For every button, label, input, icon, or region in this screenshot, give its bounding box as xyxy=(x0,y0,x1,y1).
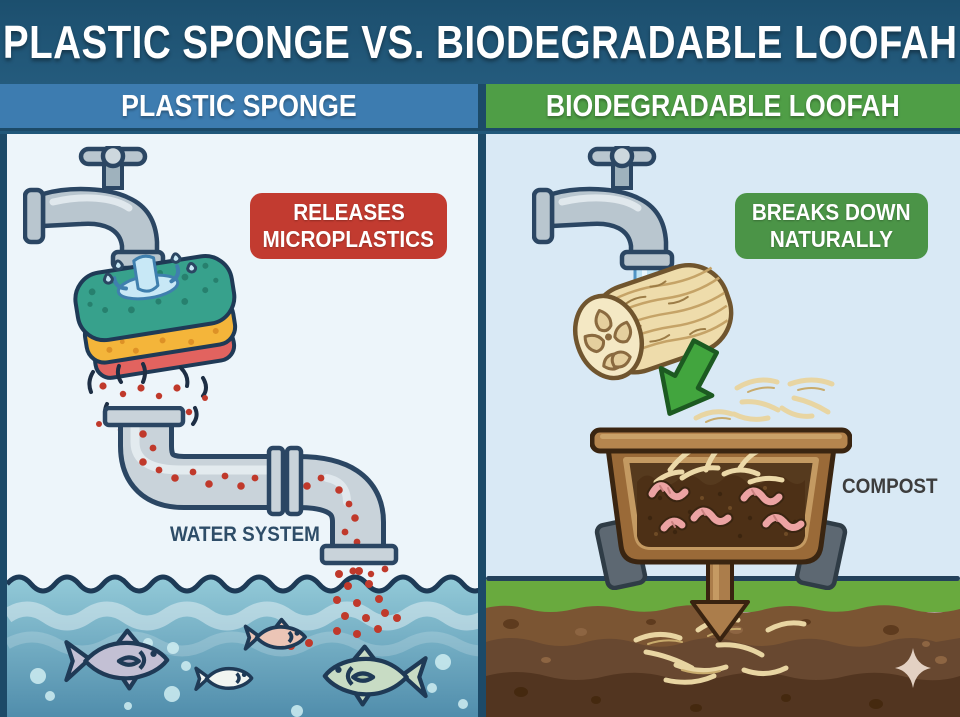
right-panel-header: BIODEGRADABLE LOOFAH xyxy=(486,84,960,128)
loofah xyxy=(573,262,734,381)
page-title: PLASTIC SPONGE VS. BIODEGRADABLE LOOFAH xyxy=(2,16,958,68)
water-system-label: WATER SYSTEM xyxy=(170,523,320,546)
water-droplets xyxy=(102,252,198,285)
water-scene xyxy=(7,567,478,717)
green-down-arrow xyxy=(658,338,720,416)
sparkle-icon xyxy=(895,648,931,688)
badge-line-2: NATURALLY xyxy=(769,226,894,252)
compost-bin xyxy=(590,427,852,590)
header-divider xyxy=(478,84,486,128)
loofah-fibers xyxy=(633,616,807,685)
loofah-cross-section xyxy=(583,309,633,371)
fish xyxy=(322,644,428,707)
badge-line-1: RELEASES xyxy=(292,199,405,225)
fish xyxy=(64,628,170,691)
badge-line-2: MICROPLASTICS xyxy=(262,226,435,252)
comparison-panels: RELEASES MICROPLASTICS xyxy=(0,134,960,717)
sponge xyxy=(73,252,238,380)
bubbles xyxy=(30,638,468,717)
left-border xyxy=(0,134,7,717)
breaks-down-naturally-badge: BREAKS DOWN NATURALLY xyxy=(735,193,928,259)
faucet-icon xyxy=(23,146,166,314)
fish xyxy=(194,666,254,691)
panel-headers: PLASTIC SPONGE BIODEGRADABLE LOOFAH xyxy=(0,84,960,131)
badge-line-1: BREAKS DOWN xyxy=(752,199,911,225)
compost-label: COMPOST xyxy=(842,475,938,498)
stones xyxy=(503,619,947,712)
panel-divider xyxy=(478,134,486,717)
biodegradable-loofah-panel: BREAKS DOWN NATURALLY xyxy=(486,134,960,717)
fish xyxy=(243,617,307,651)
plastic-sponge-panel: RELEASES MICROPLASTICS xyxy=(7,134,478,717)
microplastic-particles xyxy=(87,362,208,436)
left-panel-header: PLASTIC SPONGE xyxy=(0,84,478,128)
releases-microplastics-badge: RELEASES MICROPLASTICS xyxy=(250,193,447,259)
right-panel-title: BIODEGRADABLE LOOFAH xyxy=(546,88,900,123)
worms xyxy=(646,480,807,534)
left-panel-title: PLASTIC SPONGE xyxy=(121,88,357,123)
main-header: PLASTIC SPONGE VS. BIODEGRADABLE LOOFAH xyxy=(0,0,960,84)
drain-pipe xyxy=(102,406,399,578)
